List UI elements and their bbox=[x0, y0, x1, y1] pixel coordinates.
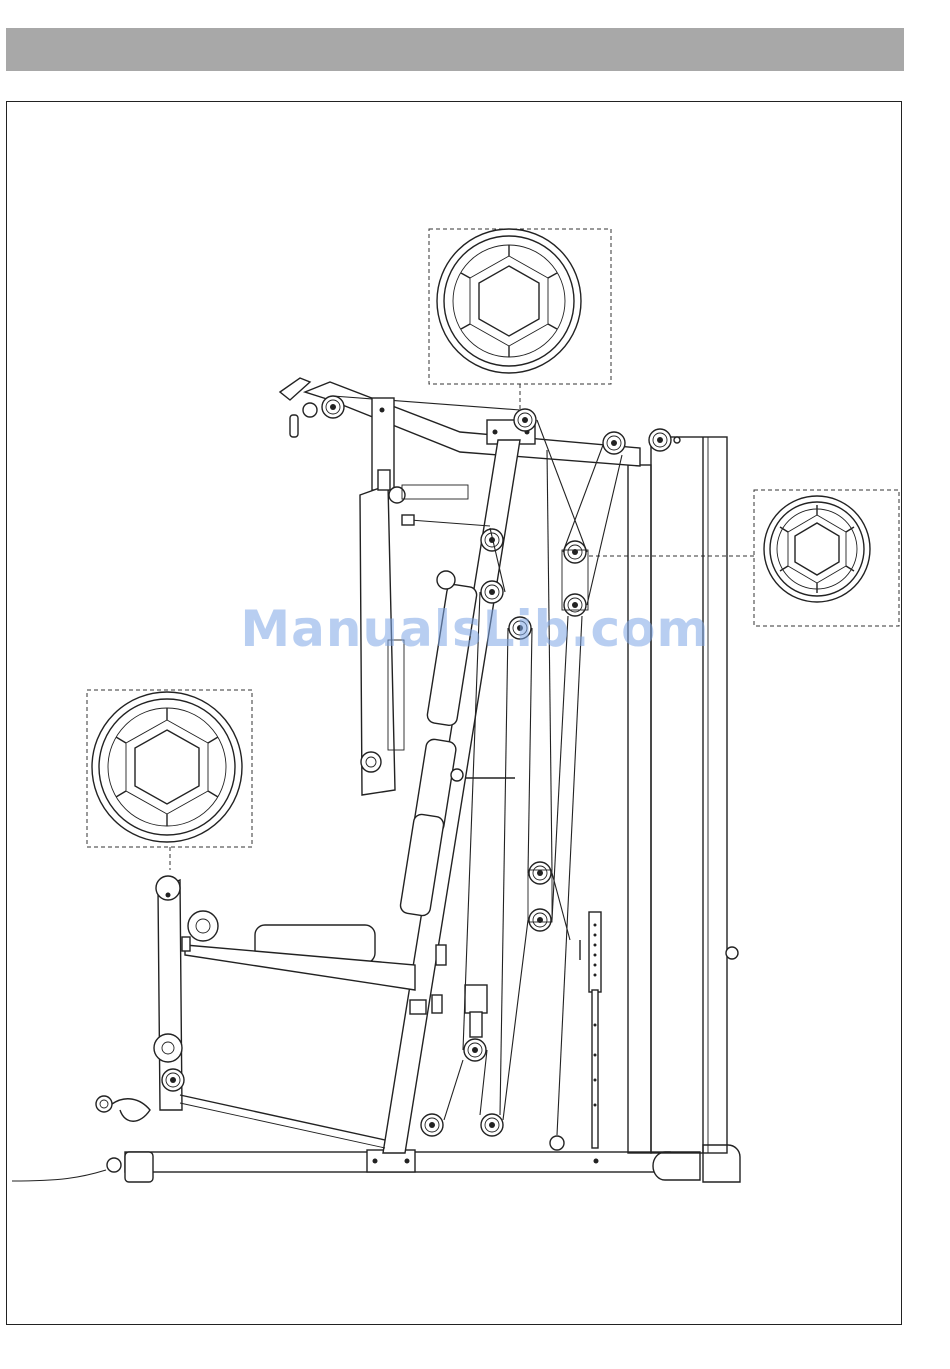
selector-rod bbox=[580, 912, 601, 1148]
top-arm bbox=[280, 378, 680, 466]
pulley-detail-left bbox=[87, 690, 252, 870]
watermark: ManualsLib.com bbox=[0, 600, 950, 658]
weight-stack-frame bbox=[628, 437, 738, 1153]
base-frame bbox=[12, 1145, 740, 1182]
pulley-detail-top bbox=[429, 229, 611, 412]
